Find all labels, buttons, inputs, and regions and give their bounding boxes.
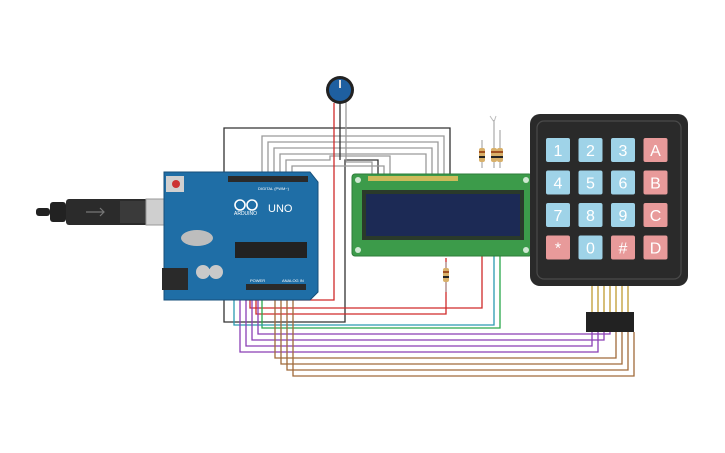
- keypad-key-1[interactable]: 1: [546, 138, 570, 162]
- wire-brown-2[interactable]: [280, 285, 623, 365]
- resistor-1[interactable]: [479, 140, 485, 168]
- keypad-key-face: [643, 235, 668, 260]
- keypad-key-face: [546, 203, 570, 227]
- arduino-infinity-logo: [234, 199, 258, 211]
- keypad-key-2[interactable]: 2: [578, 138, 603, 162]
- keypad-key-7[interactable]: 7: [546, 203, 570, 227]
- keypad-key-label: *: [555, 241, 561, 258]
- keypad-connector-pins: [591, 286, 629, 312]
- keypad-key-6[interactable]: 6: [611, 170, 635, 195]
- keypad-key-c[interactable]: C: [643, 203, 668, 227]
- wire-gray-3[interactable]: [273, 147, 433, 180]
- arduino-uno[interactable]: ARDUINO UNO DIGITAL (PWM~) POWER ANALOG …: [162, 171, 319, 301]
- keypad-key-label: 9: [619, 208, 628, 225]
- keypad-key-face: [578, 235, 603, 260]
- keypad-key-face: [643, 170, 668, 195]
- led-rgb[interactable]: [489, 115, 497, 123]
- keypad-key-face: [643, 138, 668, 162]
- keypad-keys: 1 2 3 A 4 5 6 B 7 8 9 C * 0 # D: [546, 138, 668, 260]
- keypad-key-label: D: [650, 241, 662, 258]
- wire-gray-1[interactable]: [261, 135, 445, 180]
- keypad-key-label: 0: [586, 241, 595, 258]
- resistor-3[interactable]: [497, 130, 503, 168]
- keypad-key-3[interactable]: 3: [611, 138, 635, 162]
- keypad-key-face: [611, 170, 635, 195]
- keypad-key-face: [611, 138, 635, 162]
- keypad-key-star[interactable]: *: [546, 235, 570, 260]
- arduino-logo-text: ARDUINO: [234, 211, 257, 217]
- wire-teal[interactable]: [233, 200, 495, 326]
- keypad-key-label: 1: [554, 143, 563, 160]
- wire-gray-5[interactable]: [285, 155, 391, 180]
- potentiometer[interactable]: [326, 76, 354, 104]
- keypad-key-label: B: [650, 176, 661, 193]
- keypad-key-label: 8: [586, 208, 595, 225]
- keypad-key-d[interactable]: D: [643, 235, 668, 260]
- keypad-key-label: #: [619, 241, 628, 258]
- resistor-2[interactable]: [491, 120, 497, 168]
- wire-brown-3[interactable]: [286, 285, 629, 371]
- wire-gray-4[interactable]: [279, 153, 427, 180]
- keypad-key-a[interactable]: A: [643, 138, 668, 162]
- keypad-key-face: [578, 170, 603, 195]
- keypad-key-4[interactable]: 4: [546, 170, 570, 195]
- wire-brown-1[interactable]: [274, 285, 617, 359]
- keypad-key-label: 2: [586, 143, 595, 160]
- keypad-key-face: [546, 170, 570, 195]
- arduino-model-label: UNO: [268, 203, 293, 215]
- keypad-key-face: [611, 235, 635, 260]
- keypad-key-label: A: [650, 143, 661, 160]
- wires: [223, 100, 635, 377]
- keypad-key-label: 5: [586, 176, 595, 193]
- usb-cable[interactable]: [36, 198, 177, 226]
- keypad-key-label: 6: [619, 176, 628, 193]
- keypad-key-hash[interactable]: #: [611, 235, 635, 260]
- keypad[interactable]: 1 2 3 A 4 5 6 B 7 8 9 C * 0 # D: [530, 114, 688, 332]
- keypad-key-face: [578, 203, 603, 227]
- keypad-key-b[interactable]: B: [643, 170, 668, 195]
- keypad-key-face: [546, 138, 570, 162]
- keypad-key-face: [546, 235, 570, 260]
- wire-brown-4[interactable]: [292, 285, 635, 377]
- keypad-key-0[interactable]: 0: [578, 235, 603, 260]
- keypad-key-label: 3: [619, 143, 628, 160]
- keypad-key-5[interactable]: 5: [578, 170, 603, 195]
- keypad-key-label: 7: [554, 208, 563, 225]
- analog-header-label: ANALOG IN: [282, 278, 304, 283]
- keypad-key-label: 4: [554, 176, 563, 193]
- wire-gray-2[interactable]: [267, 141, 439, 180]
- wire-green[interactable]: [261, 200, 501, 329]
- wire-black-loop-1[interactable]: [223, 127, 451, 180]
- power-header-label: POWER: [250, 278, 265, 283]
- keypad-key-9[interactable]: 9: [611, 203, 635, 227]
- keypad-key-face: [643, 203, 668, 227]
- resistor-lcd[interactable]: [443, 262, 449, 292]
- keypad-key-face: [611, 203, 635, 227]
- digital-header-label: DIGITAL (PWM~): [258, 186, 290, 191]
- keypad-key-face: [578, 138, 603, 162]
- lcd-display[interactable]: [351, 173, 533, 257]
- keypad-key-label: C: [650, 208, 662, 225]
- wire-gray-pot[interactable]: [345, 100, 373, 175]
- keypad-key-8[interactable]: 8: [578, 203, 603, 227]
